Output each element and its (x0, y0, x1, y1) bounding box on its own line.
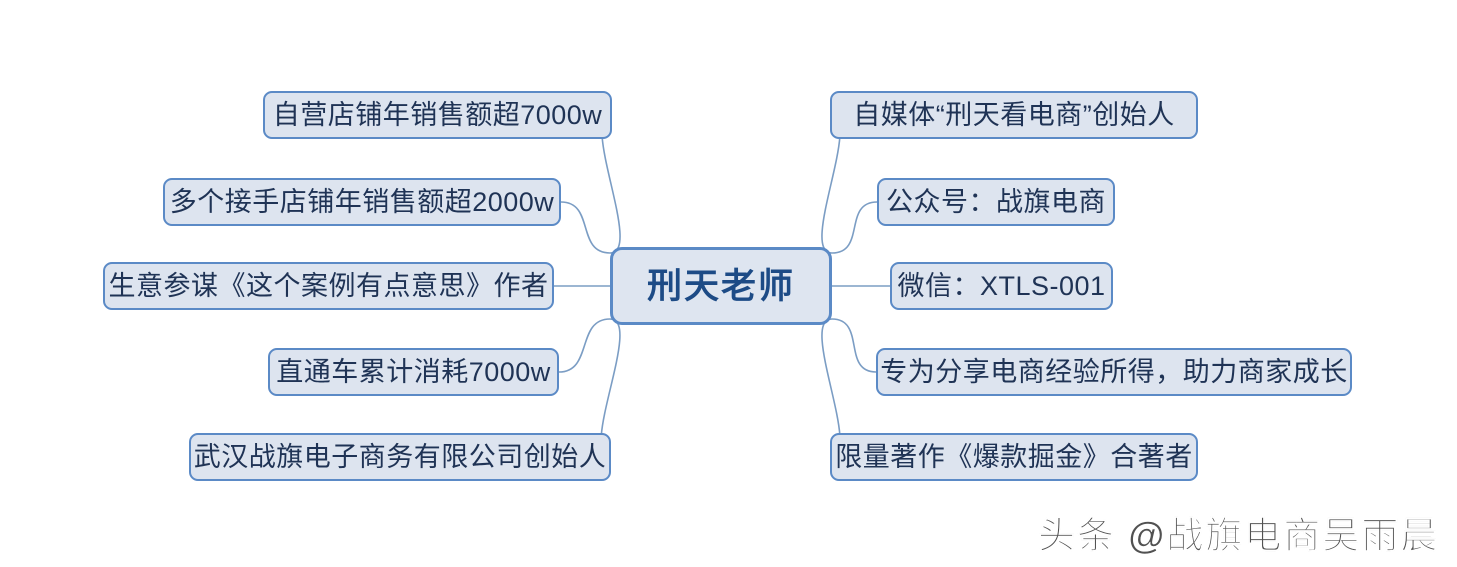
left-branch-5-label: 武汉战旗电子商务有限公司创始人 (193, 441, 607, 472)
right-branch-4[interactable]: 专为分享电商经验所得，助力商家成长 (876, 348, 1352, 396)
left-branch-1[interactable]: 自营店铺年销售额超7000w (263, 91, 612, 139)
left-branch-2[interactable]: 多个接手店铺年销售额超2000w (163, 178, 561, 226)
left-branch-4-label: 直通车累计消耗7000w (276, 356, 551, 387)
connector-left-2 (560, 201, 611, 254)
right-branch-1-label: 自媒体“刑天看电商”创始人 (853, 99, 1175, 130)
watermark-text: 头条 @战旗电商吴雨晨 (1038, 515, 1440, 557)
right-branch-3[interactable]: 微信：XTLS-001 (890, 262, 1113, 310)
right-branch-3-label: 微信：XTLS-001 (897, 270, 1106, 301)
connector-right-2 (831, 201, 878, 254)
right-branch-2-label: 公众号：战旗电商 (886, 186, 1106, 217)
center-node-label: 刑天老师 (646, 266, 795, 306)
left-branch-3[interactable]: 生意参谋《这个案例有点意思》作者 (103, 262, 554, 310)
right-branch-2[interactable]: 公众号：战旗电商 (877, 178, 1115, 226)
left-branch-3-label: 生意参谋《这个案例有点意思》作者 (108, 270, 549, 301)
right-branch-5[interactable]: 限量著作《爆款掘金》合著者 (830, 433, 1198, 481)
connector-left-4 (558, 318, 611, 373)
right-branch-5-label: 限量著作《爆款掘金》合著者 (835, 441, 1193, 472)
right-branch-1[interactable]: 自媒体“刑天看电商”创始人 (830, 91, 1198, 139)
left-branch-2-label: 多个接手店铺年销售额超2000w (169, 186, 555, 217)
right-branch-4-label: 专为分享电商经验所得，助力商家成长 (880, 356, 1348, 387)
left-branch-1-label: 自营店铺年销售额超7000w (272, 99, 603, 130)
center-node[interactable]: 刑天老师 (610, 247, 832, 325)
left-branch-4[interactable]: 直通车累计消耗7000w (268, 348, 559, 396)
connector-right-4 (831, 318, 877, 373)
left-branch-5[interactable]: 武汉战旗电子商务有限公司创始人 (189, 433, 611, 481)
